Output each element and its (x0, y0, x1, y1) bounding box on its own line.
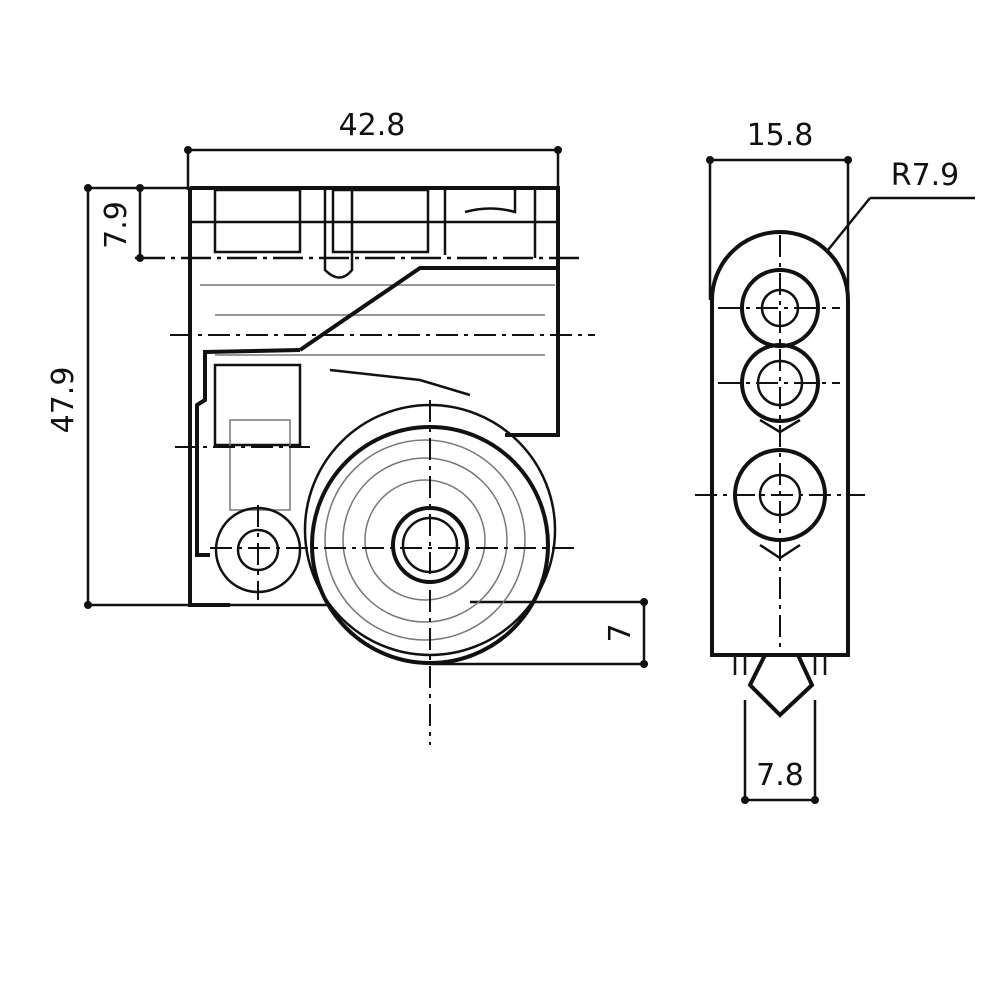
wheel-protrusion-7-label: 7 (603, 623, 638, 642)
side-view (695, 156, 975, 804)
front-view (84, 146, 648, 745)
side-width-15-8-label: 15.8 (747, 118, 814, 153)
radius-r7-9-label: R7.9 (891, 158, 960, 193)
width-42-8-label: 42.8 (339, 108, 406, 143)
top-offset-7-9-label: 7.9 (99, 201, 134, 249)
height-47-9-label: 47.9 (46, 367, 81, 434)
tip-width-7-8-label: 7.8 (756, 758, 804, 793)
